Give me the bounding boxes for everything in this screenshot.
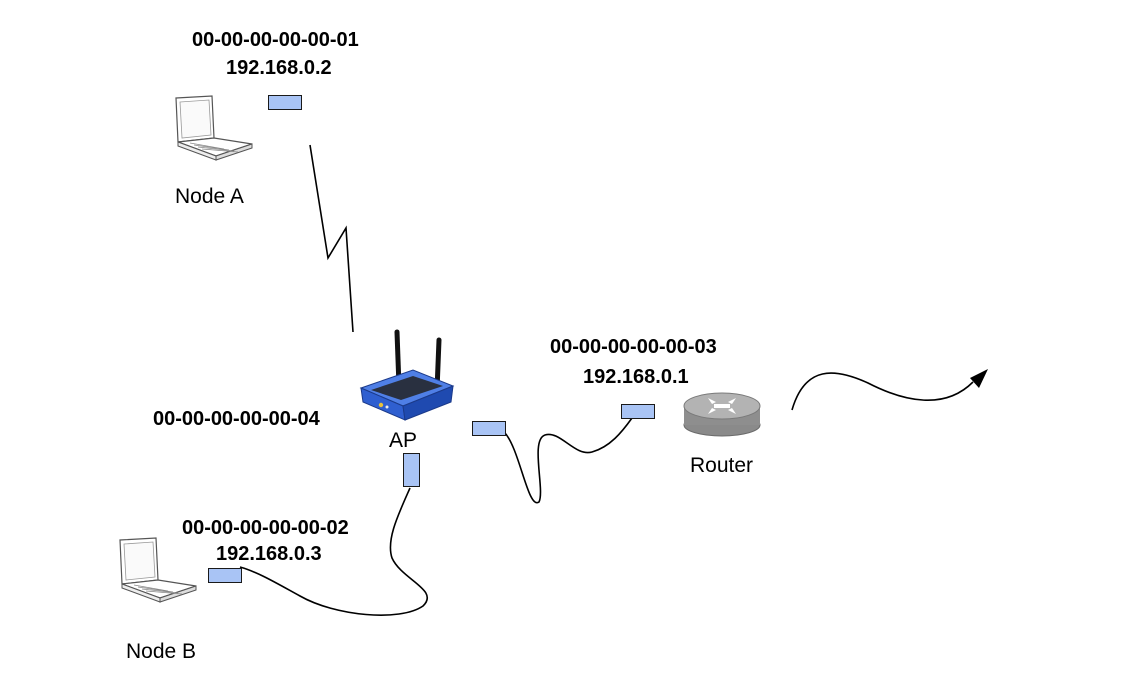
ap-label: AP (389, 429, 418, 452)
router-icon (683, 392, 761, 437)
router-ip-label: 192.168.0.1 (583, 366, 689, 388)
ap-port-router (472, 421, 506, 436)
node-b-ip-label: 192.168.0.3 (216, 543, 322, 565)
cable-ap-node-b (239, 487, 429, 616)
ap-mac-label: 00-00-00-00-00-04 (153, 408, 320, 430)
node-b-mac-label: 00-00-00-00-00-02 (182, 517, 349, 539)
wireless-ap-icon (359, 329, 455, 421)
laptop-icon (119, 537, 197, 603)
internet-arrow-icon (791, 369, 988, 411)
cable-ap-router (504, 417, 633, 504)
node-a-interface-port (268, 95, 302, 110)
laptop-icon (175, 95, 253, 161)
node-b-interface-port (208, 568, 242, 583)
node-a-ip-label: 192.168.0.2 (226, 57, 332, 79)
node-b-label: Node B (126, 640, 197, 663)
node-a-mac-label: 00-00-00-00-00-01 (192, 29, 359, 51)
router-interface-port (621, 404, 655, 419)
router-mac-label: 00-00-00-00-00-03 (550, 336, 717, 358)
node-a-label: Node A (175, 185, 244, 208)
wireless-link-icon (309, 144, 354, 333)
ap-port-node-b (403, 453, 420, 487)
router-label: Router (690, 454, 754, 477)
